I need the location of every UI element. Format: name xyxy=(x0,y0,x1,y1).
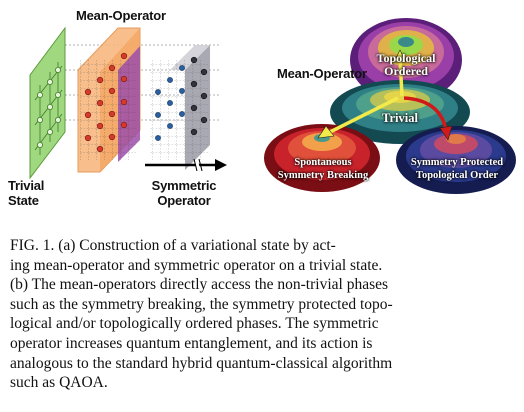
ssb-line1: Spontaneous xyxy=(294,157,352,168)
panel-a-mean-operator-label: Mean-Operator xyxy=(76,8,166,23)
trivial-plane xyxy=(29,26,66,180)
topological-line2: Ordered xyxy=(384,64,428,78)
caption-line: operator increases quantum entanglement,… xyxy=(10,334,373,352)
caption-line: such as QAOA. xyxy=(10,374,108,392)
panel-b-mean-operator-label: Mean-Operator xyxy=(277,66,367,81)
caption-line: analogous to the standard hybrid quantum… xyxy=(10,354,393,372)
figure-graphics xyxy=(29,18,516,194)
topological-blob xyxy=(350,18,462,102)
topological-ordered-label: Topological Ordered xyxy=(366,52,446,78)
mean-operator-nodes xyxy=(84,52,128,153)
symmetric-operator-label: Symmetric Operator xyxy=(146,178,222,208)
caption-line: FIG. 1. (a) Construction of a variationa… xyxy=(10,237,336,254)
time-arrow xyxy=(145,158,227,172)
trivial-state-label: Trivial State xyxy=(8,178,44,208)
caption-line: ing mean-operator and symmetric operator… xyxy=(10,256,383,274)
caption-line: logical and/or topologically ordered pha… xyxy=(10,315,379,333)
topological-line1: Topological xyxy=(376,51,436,65)
caption-line: such as the symmetry breaking, the symme… xyxy=(10,295,393,313)
symmetric-dark-nodes xyxy=(190,56,208,136)
spt-line1: Symmetry Protected xyxy=(410,157,504,168)
yellow-arrows xyxy=(329,57,404,134)
symmetric-nodes xyxy=(155,65,185,141)
spt-blob xyxy=(396,126,516,194)
caption-line: (b) The mean-operators directly access t… xyxy=(10,276,389,294)
ssb-line2: Symmetry Breaking xyxy=(277,170,369,181)
figure-caption: FIG. 1. (a) Construction of a variationa… xyxy=(10,236,514,393)
symmetric-label-line1: Symmetric xyxy=(151,178,217,193)
ssb-blob xyxy=(264,124,380,192)
ssb-label: Spontaneous Symmetry Breaking xyxy=(270,156,376,182)
spt-line2: Topological Order xyxy=(415,170,499,181)
trivial-label-line1: Trivial xyxy=(8,178,45,193)
trivial-phase-label: Trivial xyxy=(382,111,418,125)
trivial-label-line2: State xyxy=(8,193,39,208)
red-arrow xyxy=(403,96,453,141)
spt-label: Symmetry Protected Topological Order xyxy=(398,156,516,182)
trivial-nodes xyxy=(37,67,62,148)
symmetric-label-line2: Operator xyxy=(157,193,211,208)
